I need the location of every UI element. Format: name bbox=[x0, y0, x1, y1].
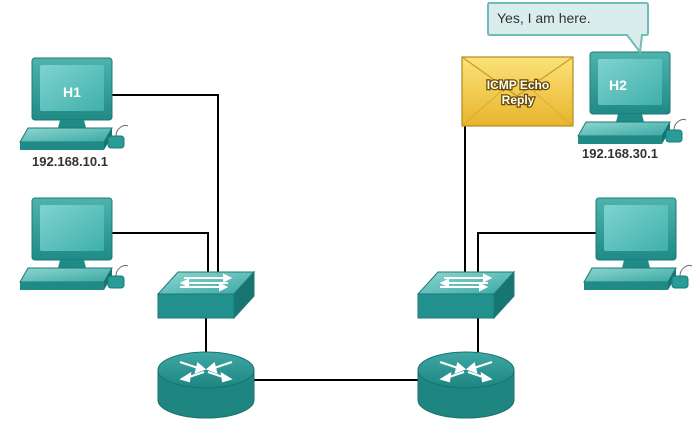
host-h1-ip: 192.168.10.1 bbox=[32, 154, 108, 169]
link-h1-switch bbox=[108, 94, 219, 278]
link-pc4-switch bbox=[477, 232, 598, 278]
envelope-label-line1: ICMP Echo bbox=[487, 78, 549, 92]
link-pc2-switch bbox=[108, 232, 209, 282]
switch-right[interactable] bbox=[417, 271, 515, 319]
host-right-lower[interactable] bbox=[583, 197, 692, 291]
host-h1-label: H1 bbox=[63, 84, 81, 100]
host-h2-ip: 192.168.30.1 bbox=[582, 146, 658, 161]
host-h1[interactable]: H1 192.168.10.1 bbox=[19, 57, 129, 169]
host-left-lower[interactable] bbox=[19, 197, 129, 291]
router-left[interactable] bbox=[156, 350, 256, 420]
icmp-envelope: ICMP Echo Reply bbox=[461, 56, 574, 127]
switch-left[interactable] bbox=[157, 271, 255, 319]
host-h2-label: H2 bbox=[609, 77, 627, 93]
network-links bbox=[108, 94, 598, 381]
host-h2[interactable]: H2 192.168.30.1 bbox=[577, 51, 687, 161]
router-right[interactable] bbox=[416, 350, 516, 420]
envelope-label-line2: Reply bbox=[502, 93, 535, 107]
speech-bubble: Yes, I am here. bbox=[487, 2, 649, 55]
speech-bubble-text: Yes, I am here. bbox=[497, 10, 591, 26]
